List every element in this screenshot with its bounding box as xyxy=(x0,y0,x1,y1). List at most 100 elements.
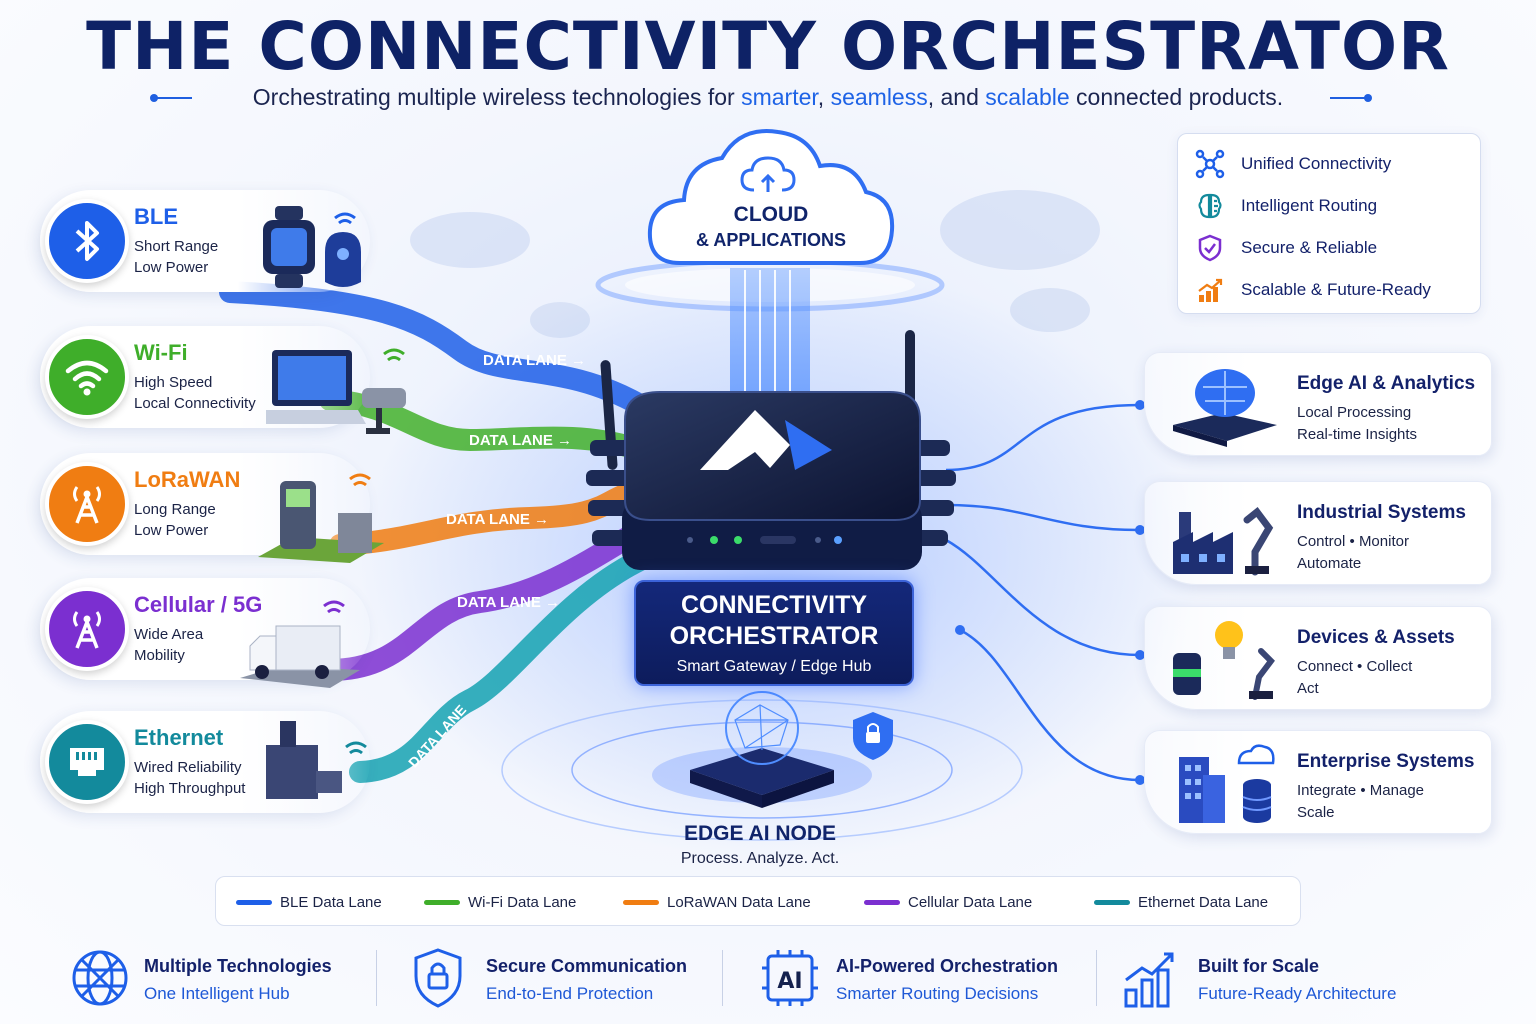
legend-swatch xyxy=(1094,899,1130,905)
feature-secure-reliable: Secure & Reliable xyxy=(1195,233,1377,263)
target-subtitle: Control • Monitor Automate xyxy=(1297,533,1409,572)
subtitle-decoration-left xyxy=(150,94,192,102)
subtitle-highlight-smarter: smarter xyxy=(741,84,818,110)
footer-title: AI-Powered Orchestration xyxy=(836,956,1059,976)
legend-item-wifi: Wi-Fi Data Lane xyxy=(424,892,576,912)
footer-title: Built for Scale xyxy=(1198,956,1320,976)
enterprise-building-icon xyxy=(1179,744,1275,823)
tech-card-ethernet: Ethernet Wired Reliability High Throughp… xyxy=(40,711,370,813)
tech-title: Wi-Fi xyxy=(134,340,188,365)
wifi-icon xyxy=(45,335,129,419)
edge-node-title: EDGE AI NODE xyxy=(683,822,837,845)
shield-lock-icon xyxy=(414,948,462,1008)
cloud-sync-icon xyxy=(740,156,796,192)
legend-swatch xyxy=(623,899,659,905)
footer-multiple-technologies: Multiple Technologies One Intelligent Hu… xyxy=(70,946,360,1010)
features-panel xyxy=(1177,133,1481,314)
wifi-data-lane xyxy=(319,389,651,461)
subtitle-text: Orchestrating multiple wireless technolo… xyxy=(252,84,742,110)
ai-chip-icon: AI xyxy=(762,950,818,1006)
data-lane-label-wifi: DATA LANE → xyxy=(469,432,573,449)
bluetooth-icon xyxy=(45,199,129,283)
bar-growth-icon xyxy=(1124,952,1174,1008)
subtitle-text-end: connected products. xyxy=(1069,84,1284,110)
tech-card-wifi: Wi-Fi High Speed Local Connectivity xyxy=(40,326,406,434)
tech-card-cellular: Cellular / 5G Wide Area Mobility xyxy=(40,578,370,688)
orchestrator-label-box xyxy=(634,580,914,686)
tech-subtitle: Wired Reliability High Throughput xyxy=(134,759,246,797)
footer-divider xyxy=(722,950,723,1006)
svg-text:AI: AI xyxy=(777,969,802,994)
tech-subtitle: Short Range Low Power xyxy=(134,238,219,276)
feature-label: Intelligent Routing xyxy=(1241,196,1378,215)
target-card-industrial: Industrial Systems Control • Monitor Aut… xyxy=(1144,481,1492,585)
target-title: Industrial Systems xyxy=(1297,502,1466,523)
orchestrator-subtitle: Smart Gateway / Edge Hub xyxy=(676,658,872,675)
cloud-title: CLOUD xyxy=(733,203,809,226)
page-subtitle: Orchestrating multiple wireless technolo… xyxy=(0,84,1536,111)
feature-intelligent-routing: Intelligent Routing xyxy=(1195,191,1377,221)
gateway-hub-device xyxy=(586,330,956,570)
legend-label: BLE Data Lane xyxy=(280,893,382,911)
feature-label: Secure & Reliable xyxy=(1241,238,1378,257)
target-subtitle: Integrate • Manage Scale xyxy=(1297,782,1425,821)
legend-swatch xyxy=(424,899,460,905)
legend-item-ble: BLE Data Lane xyxy=(236,892,382,912)
data-lane-label-cellular: DATA LANE → xyxy=(457,594,561,611)
smartwatch-sensor-icon xyxy=(263,206,361,288)
factory-robot-arm-icon xyxy=(1173,507,1274,576)
ethernet-port-icon xyxy=(45,720,129,804)
footer-secure-communication: Secure Communication End-to-End Protecti… xyxy=(412,946,712,1010)
subtitle-highlight-scalable: scalable xyxy=(985,84,1070,110)
orchestrator-title: CONNECTIVITY ORCHESTRATOR xyxy=(634,590,914,652)
meter-sensor-icon xyxy=(258,473,384,563)
cloud-subtitle: & APPLICATIONS xyxy=(695,230,846,250)
edge-node-subtitle: Process. Analyze. Act. xyxy=(680,850,840,867)
feature-unified-connectivity: Unified Connectivity xyxy=(1195,149,1391,179)
subtitle-decoration-right xyxy=(1330,94,1372,102)
footer-ai-orchestration: AI AI-Powered Orchestration Smarter Rout… xyxy=(762,946,1082,1010)
edge-ai-node-graphic xyxy=(501,691,1023,841)
legend-swatch xyxy=(236,899,272,905)
laptop-camera-icon xyxy=(266,348,406,434)
industrial-machine-icon xyxy=(266,721,367,799)
ethernet-data-lane xyxy=(349,549,651,783)
target-card-enterprise: Enterprise Systems Integrate • Manage Sc… xyxy=(1144,730,1492,834)
target-title: Edge AI & Analytics xyxy=(1297,373,1476,394)
growth-chart-icon xyxy=(1198,278,1223,302)
tech-title: Cellular / 5G xyxy=(134,592,263,617)
page-title: THE CONNECTIVITY ORCHESTRATOR xyxy=(86,8,1450,85)
footer-subtitle: Smarter Routing Decisions xyxy=(836,984,1039,1003)
legend-label: Wi-Fi Data Lane xyxy=(468,893,577,911)
cell-tower-icon xyxy=(45,587,129,671)
legend-label: Ethernet Data Lane xyxy=(1138,893,1269,911)
subtitle-highlight-seamless: seamless xyxy=(830,84,928,110)
data-lane-label-lorawan: DATA LANE → xyxy=(446,511,550,528)
brain-circuit-icon xyxy=(1198,193,1222,219)
target-subtitle: Local Processing Real-time Insights xyxy=(1297,404,1418,443)
tech-card-lorawan: LoRaWAN Long Range Low Power xyxy=(40,453,384,563)
target-title: Enterprise Systems xyxy=(1297,751,1475,772)
data-lane-label-ble: DATA LANE → xyxy=(483,352,587,369)
tech-title: LoRaWAN xyxy=(134,467,241,492)
footer-subtitle: One Intelligent Hub xyxy=(144,984,290,1003)
globe-network-icon xyxy=(72,950,128,1006)
subtitle-sep: , and xyxy=(927,84,986,110)
footer-subtitle: Future-Ready Architecture xyxy=(1198,984,1397,1003)
tech-title: BLE xyxy=(134,204,178,229)
tech-subtitle: Long Range Low Power xyxy=(134,501,216,539)
devices-bulb-icon xyxy=(1173,621,1275,700)
target-subtitle: Connect • Collect Act xyxy=(1297,658,1413,697)
legend-item-cellular: Cellular Data Lane xyxy=(864,892,1032,912)
tech-subtitle: High Speed Local Connectivity xyxy=(134,374,256,412)
legend-label: Cellular Data Lane xyxy=(908,893,1033,911)
legend-swatch xyxy=(864,899,900,905)
network-nodes-icon xyxy=(1195,149,1225,179)
orchestrator-title-line1: CONNECTIVITY xyxy=(680,591,868,619)
target-title: Devices & Assets xyxy=(1297,627,1455,648)
legend-item-lorawan: LoRaWAN Data Lane xyxy=(623,892,811,912)
shield-check-icon xyxy=(1198,234,1222,262)
footer-subtitle: End-to-End Protection xyxy=(486,984,654,1003)
cellular-data-lane xyxy=(319,519,651,681)
